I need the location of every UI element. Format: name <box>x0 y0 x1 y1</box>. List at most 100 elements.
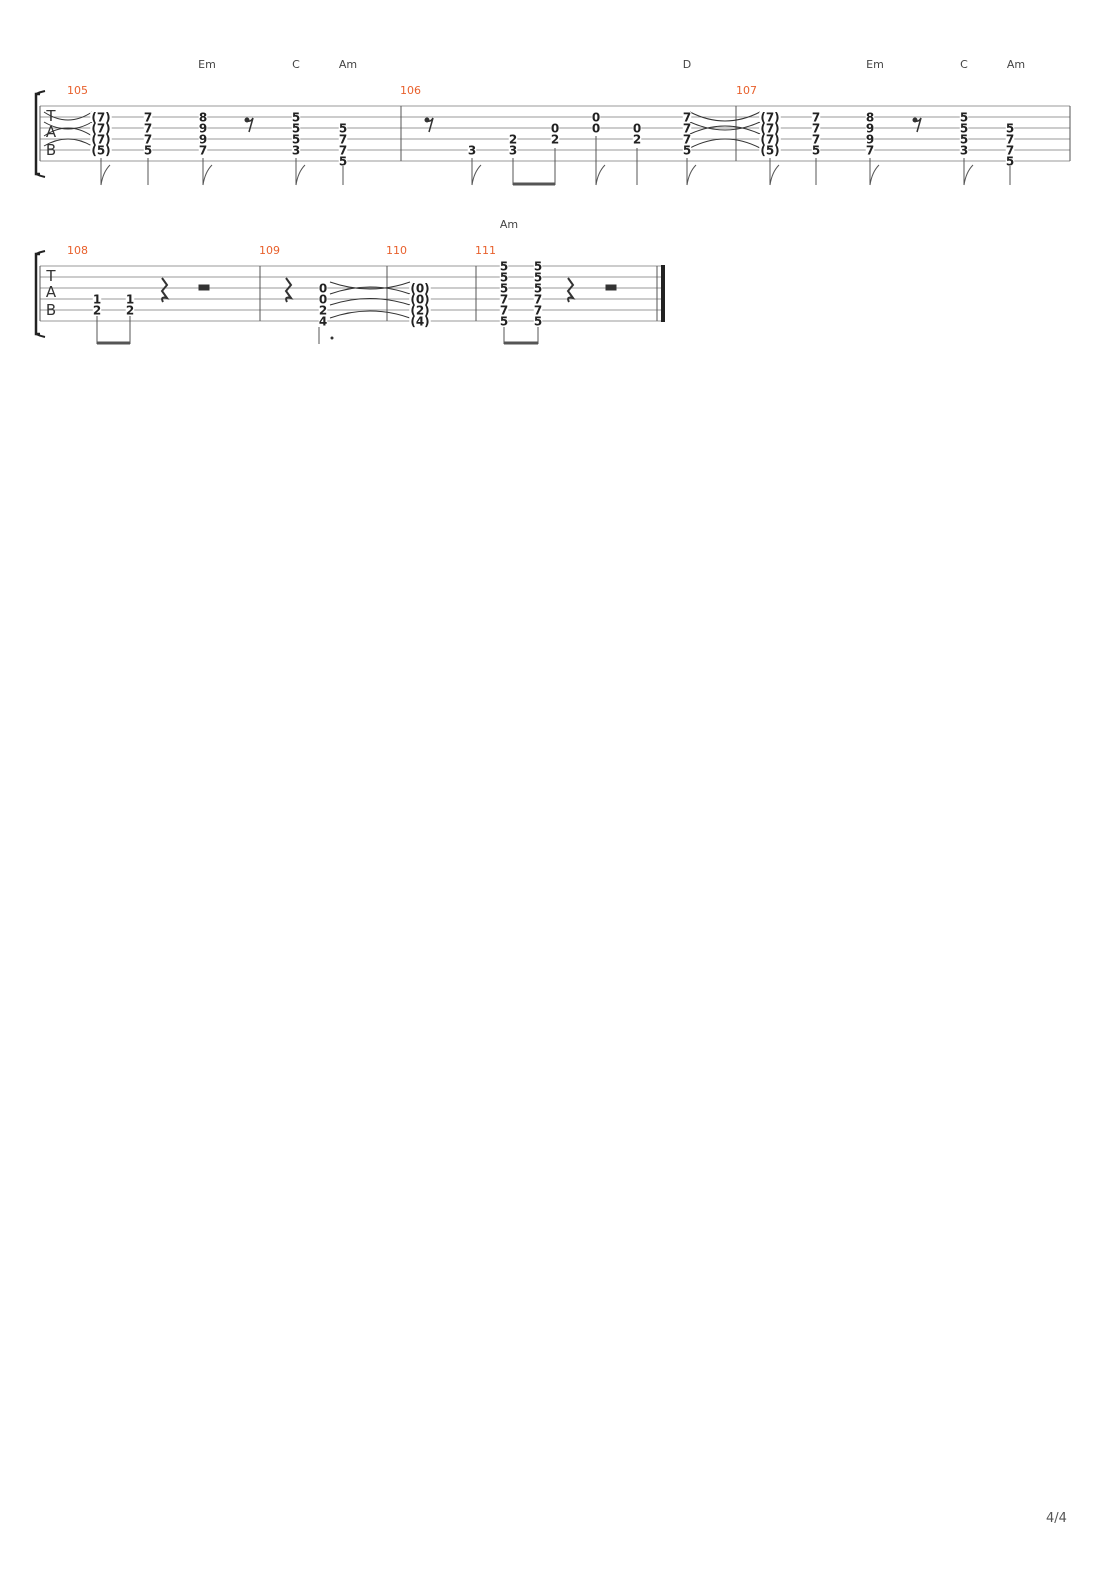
fret-number-bg <box>90 145 112 155</box>
fret-number-bg <box>682 134 692 144</box>
rests <box>160 277 617 303</box>
fret-number: 7 <box>144 111 152 125</box>
fret-number: 0 <box>551 122 559 136</box>
fret-number-bg <box>533 305 543 315</box>
fret-number-bg <box>682 123 692 133</box>
quarter-rest <box>284 277 294 303</box>
fret-number-bg <box>1005 156 1015 166</box>
fret-number: 7 <box>500 304 508 318</box>
fret-number-bg <box>143 145 153 155</box>
fret-number-bg <box>1005 123 1015 133</box>
fret-number: 8 <box>199 111 207 125</box>
fret-number-bg <box>865 112 875 122</box>
measure-number-107: 107 <box>736 84 757 97</box>
fret-number: (4) <box>410 315 429 329</box>
fret-number: 5 <box>339 122 347 136</box>
fret-number-bg <box>591 123 601 133</box>
fret-number-bg <box>125 294 135 304</box>
fret-number-bg <box>143 123 153 133</box>
fret-number-bg <box>591 112 601 122</box>
eighth-rest <box>424 117 434 133</box>
fret-number-bg <box>318 283 328 293</box>
system-bracket-hook <box>35 250 46 338</box>
fret-number: 7 <box>683 122 691 136</box>
fret-number: 7 <box>1006 133 1014 147</box>
fret-number-bg <box>409 305 431 315</box>
fret-number: 9 <box>199 133 207 147</box>
fret-number: 7 <box>1006 144 1014 158</box>
fret-number: 5 <box>292 111 300 125</box>
fret-number: 0 <box>592 111 600 125</box>
fret-number: 7 <box>683 133 691 147</box>
fret-number: (7) <box>91 111 110 125</box>
fret-number: (5) <box>91 144 110 158</box>
eighth-rest <box>244 117 254 133</box>
measure-number-105: 105 <box>67 84 88 97</box>
system-bracket-hook <box>35 90 46 178</box>
fret-number-bg <box>338 123 348 133</box>
fret-number-bg <box>533 294 543 304</box>
fret-number: 3 <box>292 144 300 158</box>
fret-number: 5 <box>960 111 968 125</box>
fret-number: 5 <box>683 144 691 158</box>
fret-number-bg <box>467 145 477 155</box>
fret-number: 5 <box>339 155 347 169</box>
fret-number: 7 <box>339 144 347 158</box>
tie-arcs <box>329 281 411 319</box>
fret-number: (0) <box>410 293 429 307</box>
system-bracket <box>34 252 40 336</box>
fret-number-bg <box>533 272 543 282</box>
fret-number-bg <box>759 145 781 155</box>
tab-clef-b: B <box>46 141 56 159</box>
fret-number: (7) <box>760 111 779 125</box>
fret-number: 0 <box>633 122 641 136</box>
fret-number: 5 <box>534 282 542 296</box>
system-2: T A B 108 109 110 111 Am <box>34 218 665 345</box>
fret-number-bg <box>1005 134 1015 144</box>
fret-number: 9 <box>866 133 874 147</box>
fret-number: 5 <box>292 122 300 136</box>
fret-number: 5 <box>1006 155 1014 169</box>
fret-number-bg <box>865 145 875 155</box>
fret-number-bg <box>338 156 348 166</box>
fret-number: 7 <box>339 133 347 147</box>
fret-number: 2 <box>509 133 517 147</box>
fret-number-bg <box>865 134 875 144</box>
fret-number: 5 <box>292 133 300 147</box>
fret-number: 5 <box>500 260 508 274</box>
fret-number: 0 <box>319 282 327 296</box>
fret-number: 2 <box>633 133 641 147</box>
fret-number-bg <box>811 112 821 122</box>
fret-number-bg <box>811 145 821 155</box>
fret-number: 3 <box>468 144 476 158</box>
chord-name: Am <box>339 58 357 71</box>
fret-number-bg <box>632 134 642 144</box>
system-bracket <box>34 92 40 176</box>
fret-number: 4 <box>319 315 327 329</box>
fret-number-bg <box>125 305 135 315</box>
half-rest <box>605 284 617 291</box>
measure-number-111: 111 <box>475 244 496 257</box>
fret-number: 2 <box>319 304 327 318</box>
fret-number-bg <box>291 134 301 144</box>
half-rest <box>198 284 210 291</box>
stems <box>96 316 539 345</box>
fret-number: 0 <box>592 122 600 136</box>
fret-number-bg <box>1005 145 1015 155</box>
fret-number: 5 <box>534 260 542 274</box>
fret-number-bg <box>959 134 969 144</box>
fret-number-bg <box>318 305 328 315</box>
fret-number-bg <box>550 134 560 144</box>
fret-number: 9 <box>866 122 874 136</box>
fret-number-bg <box>92 294 102 304</box>
fret-number: 7 <box>144 133 152 147</box>
fret-number: 7 <box>812 111 820 125</box>
fret-number-bg <box>682 145 692 155</box>
fret-number: 3 <box>509 144 517 158</box>
fret-number-bg <box>338 134 348 144</box>
chord-name: Am <box>1007 58 1025 71</box>
tab-clef-a: A <box>46 283 57 301</box>
fret-number: (7) <box>760 133 779 147</box>
tab-clef-t: T <box>45 267 56 285</box>
